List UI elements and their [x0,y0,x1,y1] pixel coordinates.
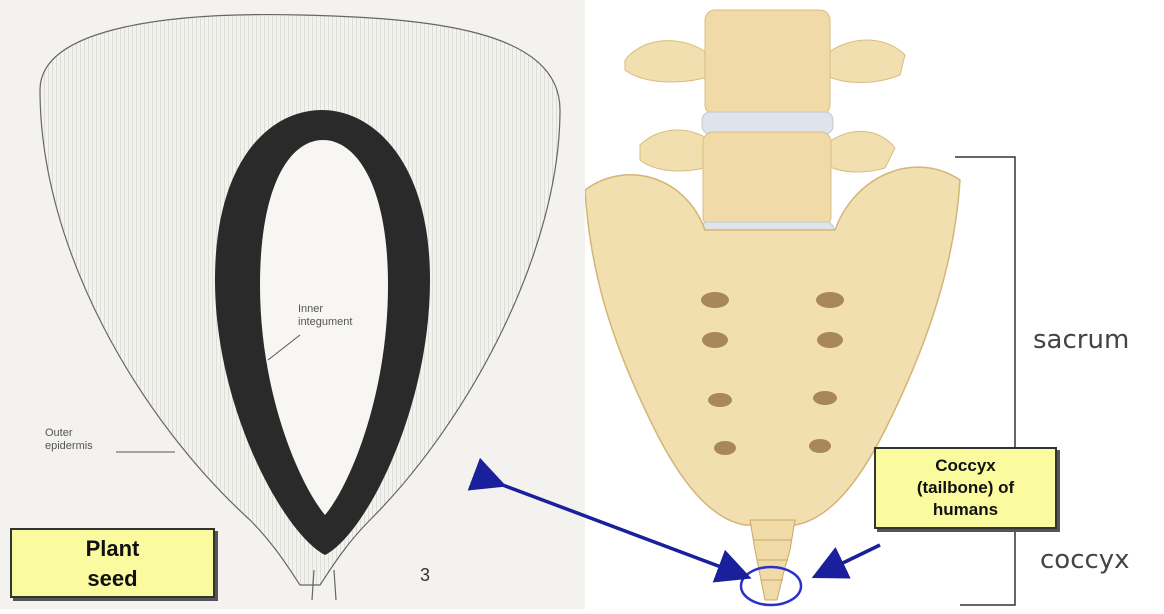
lower-vertebra [703,132,831,227]
inner-integument-label: Inner integument [298,303,352,329]
figure-number: 3 [420,565,430,586]
coccyx-callout-line1: Coccyx [876,455,1055,477]
sacral-foramen [714,441,736,455]
inner-integument-label-line1: Inner [298,303,352,316]
sacrum-coccyx-bracket [955,157,1015,605]
sacral-foramen [817,332,843,348]
outer-epidermis-label-line2: epidermis [45,440,93,453]
coccyx-callout: Coccyx (tailbone) of humans [874,447,1057,529]
coccyx-callout-line2: (tailbone) of [876,477,1055,499]
sacral-foramen [701,292,729,308]
sacrum-label: sacrum [1033,325,1129,355]
sacral-foramen [816,292,844,308]
plant-seed-callout: Plant seed [10,528,215,598]
human-sacrum-panel: sacrum coccyx Coccyx (tailbone) of human… [585,0,1164,609]
upper-vertebra-process [625,41,715,82]
outer-epidermis-label: Outer epidermis [45,427,93,453]
sacral-foramen [708,393,732,407]
outer-epidermis-label-line1: Outer [45,427,93,440]
sacral-foramen [813,391,837,405]
sacral-foramen [702,332,728,348]
coccyx-label: coccyx [1040,545,1130,575]
inner-integument-label-line2: integument [298,316,352,329]
upper-vertebra-process-right [825,40,905,83]
plant-seed-panel: Inner integument Outer epidermis 3 Plant… [0,0,585,609]
plant-seed-callout-line1: Plant [12,534,213,564]
seed-drawing [0,0,585,609]
sacral-foramen [809,439,831,453]
upper-disc [702,112,833,134]
plant-seed-callout-line2: seed [12,564,213,594]
upper-vertebra [705,10,830,115]
lower-vertebra-process-right [825,131,895,172]
coccyx-callout-line3: humans [876,499,1055,521]
